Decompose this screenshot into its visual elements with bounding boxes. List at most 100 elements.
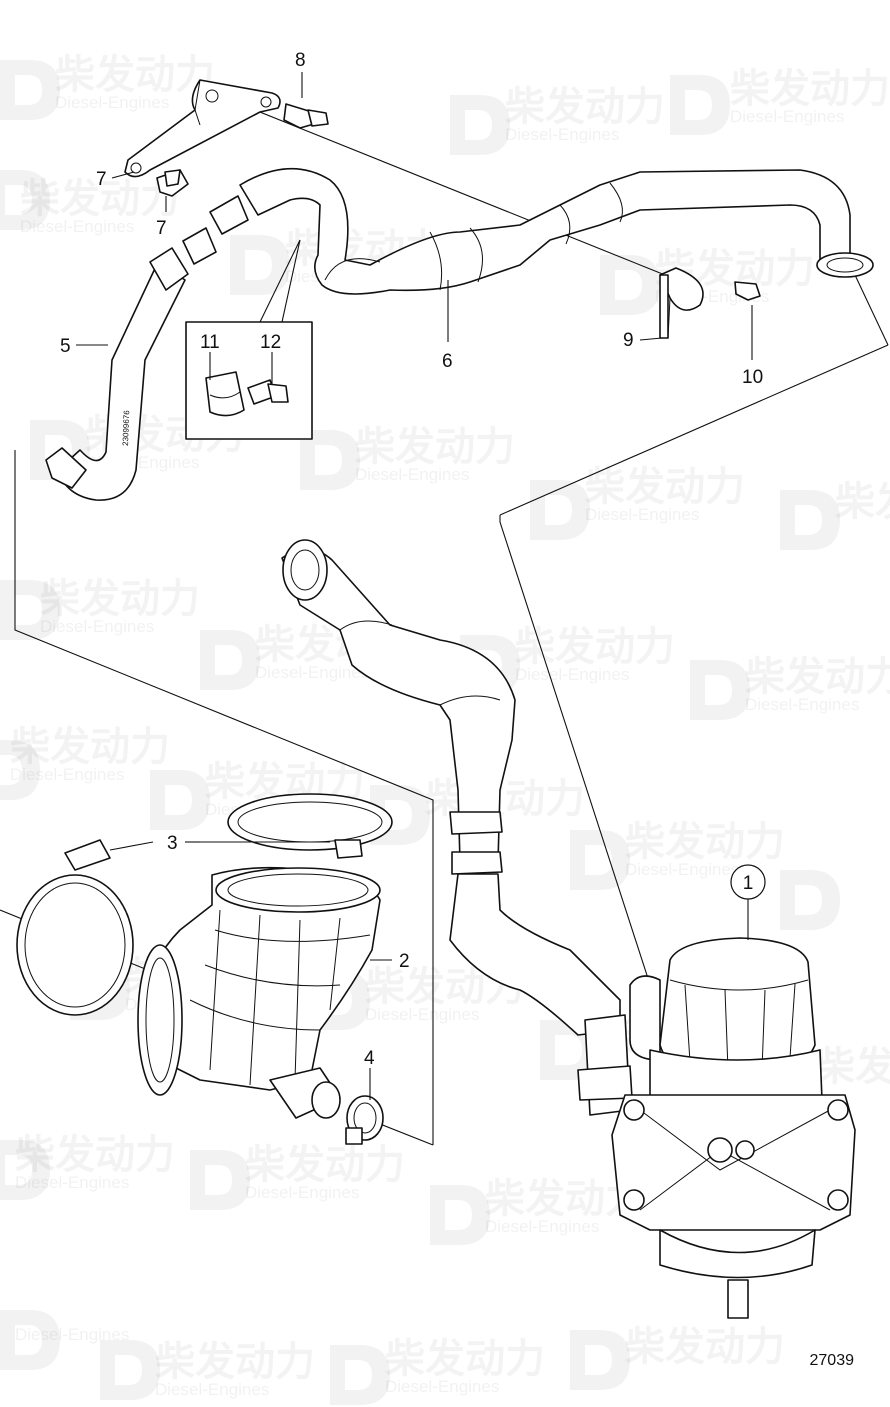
detail-pointer-line <box>259 239 301 323</box>
bolt-10 <box>734 281 761 301</box>
watermark-logo-icon <box>690 660 750 720</box>
watermark-en: Diesel-Engines <box>730 107 844 126</box>
watermark-cn: 柴发动力 <box>385 1336 545 1382</box>
guide-line-hose-5-to-filter-2 <box>14 450 434 1145</box>
hose-5-part-code: 23099676 <box>121 410 131 446</box>
pipe-bracket <box>124 79 281 178</box>
hose-6-outlet-ring <box>816 252 874 278</box>
watermark-en: Diesel-Engines <box>385 1377 499 1396</box>
watermark-logo-icon <box>450 95 510 155</box>
bolt-7 <box>156 169 189 197</box>
watermark-en: Diesel-Engines <box>745 695 859 714</box>
hose-clamp-4 <box>345 1095 384 1145</box>
watermark-cn: 柴发动力 <box>730 66 890 112</box>
leader-lines <box>76 72 753 1100</box>
callout-12: 12 <box>260 332 281 353</box>
watermark-en: Diesel-Engines <box>245 1183 359 1202</box>
watermark-en: Diesel-Engines <box>40 617 154 636</box>
watermark-logo-icon <box>0 60 60 120</box>
guide-line-right-top <box>499 344 889 516</box>
watermark-logo-icon <box>330 1345 390 1405</box>
watermark-cn: 柴发动力 <box>815 1044 890 1090</box>
watermark-en: Diesel-Engines <box>155 1380 269 1399</box>
guide-line-bracket-to-clip <box>229 99 666 276</box>
guide-line-diagonal-to-separator <box>499 515 656 1001</box>
guide-line-outlet <box>854 274 889 346</box>
hose-5-end-fitting <box>45 447 87 489</box>
watermark-en: Diesel-Engines <box>585 505 699 524</box>
watermark-logo-icon <box>570 830 630 890</box>
watermark-en: Diesel-Engines <box>55 93 169 112</box>
watermark-logo-icon <box>100 1340 160 1400</box>
callout-circle-1 <box>730 864 766 900</box>
callout-3: 3 <box>167 833 178 854</box>
watermark-logo-icon <box>230 235 290 295</box>
pipe-clip-9 <box>659 267 704 339</box>
separator-drain-stub <box>727 1279 749 1319</box>
callout-10: 10 <box>742 367 763 388</box>
watermark-logo-icon <box>570 1330 630 1390</box>
watermark-logo-icon <box>300 430 360 490</box>
watermark-en: Diesel-Engines <box>515 665 629 684</box>
hose-5-clamp <box>149 247 189 291</box>
watermark-cn: 柴发动力 <box>835 479 890 525</box>
bolt-12 <box>247 379 289 405</box>
watermark-en: Diesel-Engines <box>20 217 134 236</box>
hose-clamp-lower <box>451 851 503 875</box>
watermark-cn: 柴发动力 <box>245 1142 405 1188</box>
watermark-logo-icon <box>200 630 260 690</box>
watermark-cn: 柴发动力 <box>625 819 785 865</box>
callout-2: 2 <box>399 951 410 972</box>
clip-11 <box>205 371 245 417</box>
oil-separator-1 <box>611 937 856 1319</box>
watermark-cn: 柴发动力 <box>55 52 215 98</box>
watermark-logo-icon <box>150 770 210 830</box>
watermark-logo-icon <box>190 1150 250 1210</box>
watermark-en: Diesel-Engines <box>625 860 739 879</box>
watermark-cn: 柴发动力 <box>10 724 170 770</box>
watermark-en: Diesel-Engines <box>505 125 619 144</box>
watermark-cn: 柴发动力 <box>625 1324 785 1370</box>
leader-3-left <box>109 841 154 851</box>
callout-7b: 7 <box>156 218 167 239</box>
hose-clamp-middle <box>449 811 503 835</box>
hose-6-connector <box>182 227 217 265</box>
leader-7a <box>111 171 135 179</box>
watermark-logo-icon <box>430 1185 490 1245</box>
callout-6: 6 <box>442 351 453 372</box>
drawing-number: 27039 <box>809 1352 855 1369</box>
callout-7a: 7 <box>96 169 107 190</box>
hose-inlet-ring <box>282 539 328 601</box>
watermark-cn: 柴发动力 <box>425 776 585 822</box>
hose-clamp-3 <box>227 793 393 859</box>
watermark-en: Diesel-Engines <box>15 1173 129 1192</box>
watermark-cn: 柴发动力 <box>585 464 745 510</box>
watermark-cn: 柴发动力 <box>155 1339 315 1385</box>
watermark-cn: 柴发动力 <box>20 176 180 222</box>
bolt-8 <box>283 103 329 129</box>
leader-9 <box>639 337 663 341</box>
watermark-logo-icon <box>600 255 660 315</box>
detail-inset-box <box>185 239 313 440</box>
watermark-en: Diesel-Engines <box>10 765 124 784</box>
callout-11: 11 <box>200 332 220 353</box>
watermark-logo-icon <box>780 490 840 550</box>
watermark-en: Diesel-Engines <box>355 465 469 484</box>
watermark-logo-icon <box>670 75 730 135</box>
watermark-cn: 柴发动力 <box>515 624 675 670</box>
watermark-cn: 柴发动力 <box>745 654 890 700</box>
watermark-logo-icon <box>0 170 50 230</box>
callout-4: 4 <box>364 1048 375 1069</box>
watermark-cn: 柴发动力 <box>355 424 515 470</box>
air-filter-elbow-2 <box>137 866 381 1119</box>
callout-8: 8 <box>295 50 306 71</box>
hose-clamp-large-ring <box>16 839 134 1016</box>
watermark-logo-icon <box>780 870 840 930</box>
detail-pointer-line <box>281 239 301 323</box>
breather-hose-middle <box>281 539 633 1116</box>
watermark-en: Diesel-Engines <box>15 1325 129 1344</box>
hose-5: 23099676 <box>45 247 189 501</box>
callout-9: 9 <box>623 330 634 351</box>
watermark-cn: 柴发动力 <box>15 1132 175 1178</box>
